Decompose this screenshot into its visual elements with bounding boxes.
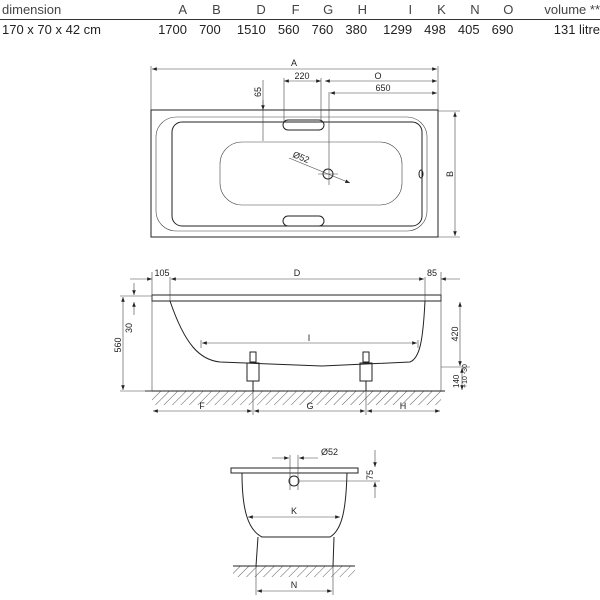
foot-right (359, 351, 373, 391)
handle-top (282, 119, 325, 131)
cell-k: 498 (424, 22, 446, 37)
dim-560-label: 560 (113, 337, 123, 352)
dim-650-label: 650 (375, 83, 390, 93)
header-d: D (256, 2, 266, 17)
cell-volume: 131 litre (553, 22, 600, 37)
rim-end (230, 467, 359, 474)
dim-d-label: D (294, 268, 301, 278)
dim-a-label: A (291, 58, 297, 68)
rim-inner (155, 116, 428, 232)
header-k: K (437, 2, 446, 17)
header-a: A (178, 2, 187, 17)
dim-85-label: 85 (427, 268, 437, 278)
drain-diameter-end-label: Ø52 (321, 447, 338, 457)
dimension-table: dimension A B D F G H I K N O volume ** … (0, 0, 600, 39)
dim-220-label: 220 (294, 71, 309, 81)
basin-floor (219, 141, 403, 206)
dim-75-label: 75 (365, 470, 375, 480)
header-g: G (323, 2, 334, 17)
tub-body-end (241, 472, 348, 538)
dim-o-label: O (374, 71, 381, 81)
cell-dimension: 170 x 70 x 42 cm (2, 22, 101, 37)
header-b: B (212, 2, 221, 17)
header-f: F (291, 2, 300, 17)
cell-d: 1510 (236, 22, 266, 37)
dim-tolerance-label: +10 -30 (462, 364, 469, 388)
cell-o: 690 (491, 22, 514, 37)
dim-b-label: B (445, 171, 455, 177)
header-volume: volume ** (544, 2, 600, 17)
dim-n-label: N (291, 580, 298, 590)
dim-i-label: I (308, 333, 311, 343)
cell-b: 700 (199, 22, 221, 37)
dim-420-label: 420 (450, 326, 460, 341)
cell-g: 760 (311, 22, 334, 37)
cell-n: 405 (457, 22, 480, 37)
header-o: O (503, 2, 514, 17)
rim-side (151, 294, 442, 302)
end-view: Ø52 75 K N (230, 447, 380, 595)
cell-f: 560 (277, 22, 300, 37)
basin-edge (171, 121, 423, 227)
top-view: A 220 O 650 65 Ø52 B (150, 58, 460, 238)
dim-h-label: H (400, 401, 407, 411)
dim-140-label: 140 (452, 374, 461, 388)
header-n: N (470, 2, 480, 17)
cell-h: 380 (345, 22, 368, 37)
cell-i: 1299 (383, 22, 413, 37)
handle-bottom (282, 215, 325, 227)
table-row: 170 x 70 x 42 cm 1700 700 1510 560 760 3… (0, 20, 600, 40)
tub-outline (150, 109, 439, 238)
header-dimension: dimension (2, 2, 62, 17)
header-i: I (408, 2, 413, 17)
dim-105-label: 105 (154, 268, 169, 278)
dim-30-label: 30 (124, 323, 134, 333)
table-header-row: dimension A B D F G H I K N O volume ** (0, 0, 600, 20)
dim-f-label: F (199, 401, 205, 411)
dim-g-label: G (306, 401, 313, 411)
dim-k-label: K (291, 506, 297, 516)
dim-65-label: 65 (253, 87, 263, 97)
header-h: H (357, 2, 368, 17)
cell-a: 1700 (158, 22, 187, 37)
side-view: 105 D 85 I 560 30 420 140 +10 -30 F G H (113, 268, 470, 415)
foot-left (246, 351, 260, 391)
tub-body-side (169, 300, 426, 367)
overflow (418, 169, 424, 179)
drain-circle-end (288, 475, 300, 487)
